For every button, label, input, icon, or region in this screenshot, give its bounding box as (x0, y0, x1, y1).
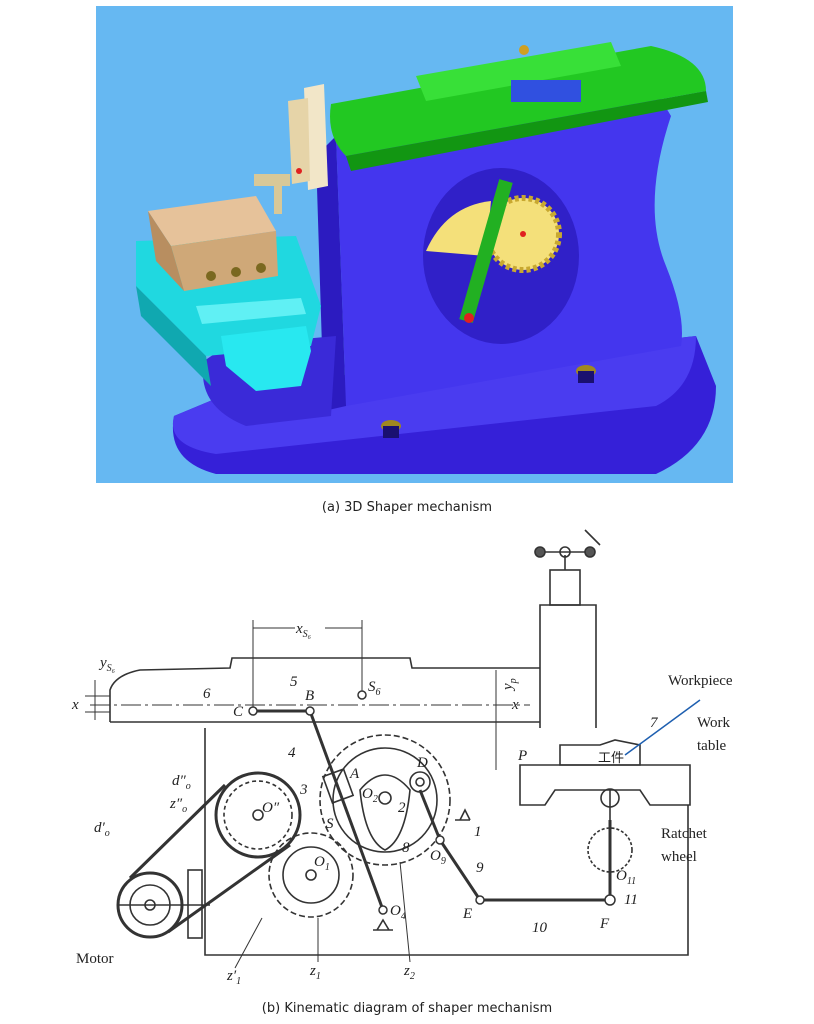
label-do1: d′o (94, 820, 110, 839)
label-O-double-prime: O″ (262, 800, 280, 816)
label-workpiece-cn: 工件 (598, 751, 624, 766)
gear-z2 (319, 734, 451, 866)
label-x-left: x (71, 697, 79, 713)
label-9: 9 (476, 860, 484, 876)
figure-b-caption: (b) Kinematic diagram of shaper mechanis… (261, 1001, 553, 1016)
ram-outline (109, 657, 540, 722)
label-xs6: xS₆ (295, 621, 312, 640)
label-do2: d″o (172, 773, 191, 792)
label-O2: O2 (362, 786, 378, 805)
label-6: 6 (203, 686, 211, 702)
label-8: 8 (402, 840, 410, 856)
label-yp: yp (500, 678, 519, 692)
figure-a-caption: (a) 3D Shaper mechanism (321, 500, 493, 515)
label-1: 1 (474, 824, 482, 840)
label-3: 3 (299, 782, 308, 798)
label-ys6: yS₆ (98, 655, 116, 674)
label-z2: z2 (403, 963, 415, 982)
label-work-table-1: Work (697, 715, 730, 731)
label-motor: Motor (76, 951, 114, 967)
label-D: D (416, 755, 428, 771)
label-5: 5 (290, 674, 298, 690)
gear-window (423, 168, 579, 344)
label-11: 11 (624, 892, 638, 908)
bolt (576, 365, 596, 383)
pulley-O1 (268, 832, 354, 918)
rocker-arm (459, 179, 513, 323)
label-O9: O9 (430, 848, 446, 867)
workpiece-block (148, 196, 278, 291)
label-F: F (599, 916, 610, 932)
ram (330, 42, 708, 171)
label-B: B (305, 688, 314, 704)
label-workpiece: Workpiece (668, 673, 733, 689)
ratchet-wheel-symbol (587, 827, 633, 873)
bolt (381, 420, 401, 438)
kinematic-diagram: xS₆ yS₆ x x yp 6 5 B C S6 4 3 A D O2 2 S… (71, 529, 733, 987)
label-4: 4 (288, 745, 296, 761)
link-4 (308, 710, 385, 911)
label-P: P (517, 748, 527, 764)
label-x-right: x (511, 697, 519, 713)
label-7: 7 (650, 715, 659, 731)
label-O11: O11 (616, 868, 636, 887)
motor-mount (187, 869, 203, 939)
slider-3 (321, 768, 355, 804)
tool-post (549, 569, 581, 606)
label-O4: O4 (390, 903, 406, 922)
cam-8 (359, 774, 411, 851)
label-A: A (349, 766, 360, 782)
shaper-3d-render (96, 6, 733, 483)
label-ratchet-1: Ratchet (661, 826, 708, 842)
pulley-do2 (214, 771, 302, 859)
column-top (539, 604, 597, 728)
label-work-table-2: table (697, 738, 726, 754)
label-S6: S6 (368, 679, 381, 698)
label-2: 2 (398, 800, 406, 816)
label-S: S (326, 816, 334, 832)
work-table-outline (519, 764, 691, 806)
label-O1: O1 (314, 854, 330, 873)
label-z1-prime: z′1 (226, 968, 241, 987)
label-C: C (233, 704, 244, 720)
tool-head (254, 84, 328, 214)
label-zo2: z″o (169, 796, 187, 815)
label-z1: z1 (309, 963, 321, 982)
label-E: E (462, 906, 472, 922)
label-10: 10 (532, 920, 548, 936)
label-ratchet-2: wheel (661, 849, 697, 865)
ram-slot (511, 80, 581, 102)
frame-outline (204, 728, 689, 956)
belt-upper (128, 783, 227, 880)
link-9 (438, 839, 482, 901)
